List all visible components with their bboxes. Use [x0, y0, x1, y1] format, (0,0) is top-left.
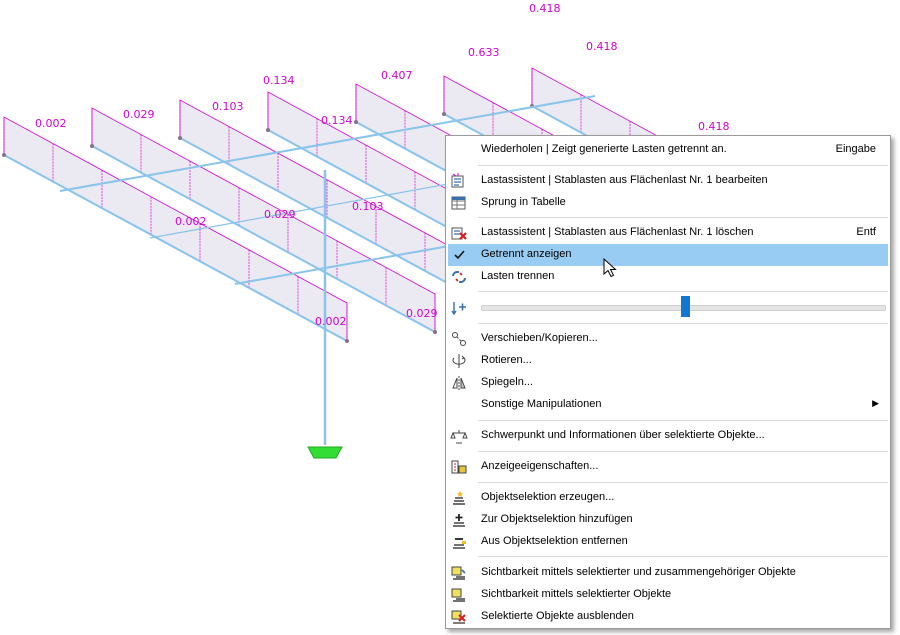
member-line: [59, 95, 596, 192]
remove-from-selection-icon: [453, 538, 466, 549]
menu-item-label: Wiederholen | Zeigt generierte Lasten ge…: [481, 143, 727, 155]
node: [433, 330, 437, 334]
menu-item-label: Spiegeln...: [481, 376, 533, 388]
menu-item-mirror[interactable]: Spiegeln...: [448, 372, 888, 394]
visibility-related-icon: [451, 566, 466, 580]
node: [178, 136, 182, 140]
member-line: [3, 154, 348, 342]
move-copy-icon: [452, 332, 466, 346]
menu-separator: [478, 323, 888, 324]
menu-item-display-properties[interactable]: Anzeigeeigenschaften...: [448, 456, 888, 478]
hide-selected-icon: [451, 610, 466, 624]
menu-item-label: Getrennt anzeigen: [481, 248, 572, 260]
center-of-gravity-icon: [450, 430, 468, 444]
menu-item-label: Zur Objektselektion hinzufügen: [481, 513, 633, 525]
menu-item-label: Schwerpunkt und Informationen über selek…: [481, 429, 765, 441]
mouse-cursor-icon: [603, 258, 617, 278]
menu-item-label: Sichtbarkeit mittels selektierter und zu…: [481, 566, 796, 578]
menu-separator: [478, 451, 888, 452]
menu-item-load-wizard-delete[interactable]: Lastassistent | Stablasten aus Flächenla…: [448, 222, 888, 244]
create-selection-icon: [453, 491, 465, 505]
menu-item-label: Lasten trennen: [481, 270, 555, 282]
menu-item-visibility-related[interactable]: Sichtbarkeit mittels selektierter und zu…: [448, 562, 888, 584]
menu-item-separate-loads[interactable]: Lasten trennen: [448, 266, 888, 288]
menu-item-remove-from-selection[interactable]: Aus Objektselektion entfernen: [448, 531, 888, 553]
menu-item-shortcut: Eingabe: [835, 143, 876, 155]
menu-item-label: Sichtbarkeit mittels selektierter Objekt…: [481, 588, 672, 600]
load-wizard-edit-icon: [451, 173, 464, 188]
load-scale-slider-thumb[interactable]: [680, 296, 690, 317]
load-scale-slider-row: [448, 294, 888, 322]
menu-item-add-to-selection[interactable]: Zur Objektselektion hinzufügen: [448, 509, 888, 531]
checkmark-icon: [454, 250, 465, 260]
add-to-selection-icon: [453, 514, 465, 527]
load-scale-icon: [451, 302, 466, 316]
menu-separator: [478, 217, 888, 218]
load-label: 0.418: [529, 2, 561, 15]
node: [90, 144, 94, 148]
menu-item-hide-selected[interactable]: Selektierte Objekte ausblenden: [448, 606, 888, 628]
load-label: 0.002: [175, 215, 207, 228]
jump-to-table-icon: [451, 196, 466, 210]
mirror-icon: [452, 376, 466, 390]
load-label: 0.029: [406, 307, 438, 320]
menu-item-shortcut: Entf: [856, 226, 876, 238]
menu-separator: [478, 420, 888, 421]
menu-item-label: Rotieren...: [481, 354, 532, 366]
visibility-selected-icon: [451, 588, 465, 602]
load-label: 0.633: [468, 46, 500, 59]
menu-item-label: Selektierte Objekte ausblenden: [481, 610, 634, 622]
menu-item-label: Aus Objektselektion entfernen: [481, 535, 628, 547]
node: [354, 120, 358, 124]
load-label: 0.134: [321, 114, 353, 127]
member-line: [91, 145, 436, 333]
menu-separator: [478, 165, 888, 166]
menu-separator: [478, 556, 888, 557]
separate-loads-icon: [452, 271, 466, 283]
menu-item-visibility-selected[interactable]: Sichtbarkeit mittels selektierter Objekt…: [448, 584, 888, 606]
load-label: 0.418: [586, 40, 618, 53]
node: [266, 128, 270, 132]
menu-item-label: Lastassistent | Stablasten aus Flächenla…: [481, 226, 754, 238]
menu-separator: [478, 291, 888, 292]
rotate-icon: [452, 354, 466, 368]
load-label: 0.002: [315, 315, 347, 328]
node: [2, 153, 6, 157]
menu-item-jump-to-table[interactable]: Sprung in Tabelle: [448, 192, 888, 214]
load-wizard-delete-icon: [451, 227, 467, 240]
menu-item-show-separately[interactable]: Getrennt anzeigen: [448, 244, 888, 266]
load-label: 0.103: [352, 200, 384, 213]
support: [307, 446, 343, 459]
load-value-labels: 0.002 0.029 0.103 0.134 0.407 0.633 0.41…: [35, 2, 730, 328]
menu-item-repeat[interactable]: Wiederholen | Zeigt generierte Lasten ge…: [448, 139, 888, 161]
menu-item-label: Lastassistent | Stablasten aus Flächenla…: [481, 174, 768, 186]
submenu-arrow-icon: ▶: [872, 398, 879, 408]
load-label: 0.002: [35, 117, 67, 130]
menu-item-rotate[interactable]: Rotieren...: [448, 350, 888, 372]
menu-item-label: Objektselektion erzeugen...: [481, 491, 615, 503]
node: [345, 339, 349, 343]
load-label: 0.134: [263, 74, 295, 87]
menu-item-load-wizard-edit[interactable]: Lastassistent | Stablasten aus Flächenla…: [448, 170, 888, 192]
load-label: 0.418: [698, 120, 730, 133]
load-label: 0.407: [381, 69, 413, 82]
menu-item-label: Sprung in Tabelle: [481, 196, 566, 208]
load-label: 0.029: [123, 108, 155, 121]
context-menu: Wiederholen | Zeigt generierte Lasten ge…: [445, 135, 891, 629]
display-properties-icon: [451, 460, 467, 474]
menu-icon-gutter: [446, 136, 474, 628]
menu-item-label: Anzeigeeigenschaften...: [481, 460, 599, 472]
load-label: 0.103: [212, 100, 244, 113]
menu-item-create-selection[interactable]: Objektselektion erzeugen...: [448, 487, 888, 509]
menu-separator: [478, 482, 888, 483]
menu-item-other-manipulations[interactable]: Sonstige Manipulationen ▶: [448, 394, 888, 416]
menu-item-label: Verschieben/Kopieren...: [481, 332, 598, 344]
menu-item-label: Sonstige Manipulationen: [481, 398, 602, 410]
menu-item-move-copy[interactable]: Verschieben/Kopieren...: [448, 328, 888, 350]
menu-item-center-of-gravity[interactable]: Schwerpunkt und Informationen über selek…: [448, 425, 888, 447]
load-label: 0.029: [264, 208, 296, 221]
node: [442, 112, 446, 116]
